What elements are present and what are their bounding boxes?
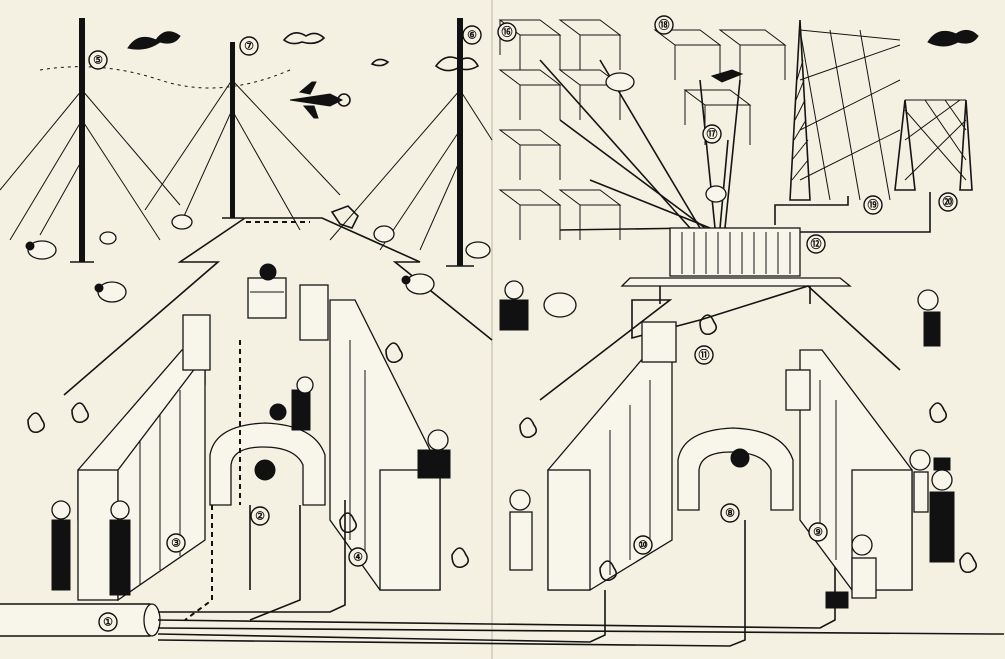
antenna-mast-6 [446, 18, 474, 267]
callout-17: ⑰ [702, 124, 722, 144]
cable [249, 505, 301, 621]
callout-label: ⑱ [659, 18, 670, 32]
callout-label: ⑤ [93, 54, 103, 67]
feeder-cable-20 [800, 192, 931, 233]
rabbit-icon [385, 342, 404, 364]
callout-3: ③ [166, 533, 186, 553]
man-relaxing [825, 534, 877, 609]
callout-1: ① [98, 612, 118, 632]
rabbit-icon [339, 512, 358, 534]
cloud-icon [370, 58, 390, 67]
sheep-icon [401, 273, 435, 295]
rhombic-antenna-net [799, 29, 967, 201]
musician-playing [499, 280, 529, 331]
callout-label: ⑨ [813, 526, 823, 539]
callout-label: ⑳ [943, 195, 954, 209]
operator-console-2 [209, 403, 326, 506]
callout-18: ⑱ [654, 15, 674, 35]
callout-label: ⑥ [467, 29, 477, 42]
smoke-trail [39, 66, 291, 89]
cloud-icon [282, 32, 326, 45]
sheep-icon [465, 241, 491, 259]
man-in-suit-left [51, 500, 131, 596]
callout-6: ⑥ [462, 25, 482, 45]
rabbit-icon [451, 547, 470, 569]
callout-label: ⑪ [699, 348, 710, 362]
sheep-icon [605, 72, 635, 92]
cloud-icon [927, 30, 979, 47]
man-reading-newspaper [247, 263, 287, 319]
goat-icon [330, 205, 359, 229]
callout-2: ② [250, 506, 270, 526]
woman-with-flowers [917, 289, 941, 347]
sheep-icon [705, 185, 727, 203]
callout-label: ④ [353, 551, 363, 564]
callout-4: ④ [348, 547, 368, 567]
callout-7: ⑦ [239, 36, 259, 56]
woman-waving [909, 449, 931, 513]
dashed-cable [184, 505, 213, 621]
rabbit-icon [599, 560, 618, 582]
man-climbing [291, 376, 314, 431]
feeder-cable-19 [774, 196, 849, 225]
sheep-icon [543, 292, 577, 318]
rabbit-icon [519, 417, 538, 439]
antenna-mast-7 [222, 42, 244, 219]
callout-label: ⑯ [502, 25, 513, 39]
equipment-bank-10 [547, 321, 677, 591]
callout-10: ⑩ [633, 535, 653, 555]
airplane-icon [289, 81, 351, 119]
callout-label: ⑲ [868, 198, 879, 212]
callout-label: ⑦ [244, 40, 254, 53]
switching-platform-12 [620, 227, 852, 304]
callout-9: ⑨ [808, 522, 828, 542]
callout-label: ⑫ [811, 237, 822, 251]
lattice-tower-19 [789, 19, 811, 201]
callout-8: ⑧ [720, 503, 740, 523]
woman-dancing [509, 489, 533, 571]
man-with-top-hat [929, 457, 955, 563]
feeder-lines [539, 59, 741, 231]
callout-12: ⑫ [806, 234, 826, 254]
callout-label: ⑩ [638, 539, 648, 552]
callout-label: ② [255, 510, 265, 523]
bird-icon [710, 69, 744, 83]
rabbit-icon [27, 412, 46, 434]
callout-20: ⑳ [938, 192, 958, 212]
callout-label: ③ [171, 537, 181, 550]
man-with-hammer [417, 429, 451, 479]
rabbit-icon [959, 552, 978, 574]
callout-label: ⑧ [725, 507, 735, 520]
callout-5: ⑤ [88, 50, 108, 70]
sheep-icon [171, 214, 193, 230]
sheep-icon [373, 225, 395, 243]
equipment-bank-9 [785, 349, 913, 591]
floor-outline-right [539, 285, 901, 401]
equipment-bank-3 [77, 314, 211, 602]
sheep-icon [94, 281, 127, 303]
operator-console-8 [677, 427, 794, 511]
cable-conduit-1 [0, 603, 161, 637]
callout-11: ⑪ [694, 345, 714, 365]
callout-19: ⑲ [863, 195, 883, 215]
sheep-icon [25, 240, 57, 260]
floor-outline-left [63, 217, 493, 396]
lattice-tower-20 [894, 99, 973, 191]
cloud-icon [434, 56, 480, 72]
callout-label: ① [103, 616, 113, 629]
sheep-icon [99, 231, 117, 245]
equipment-bank-4 [299, 284, 441, 591]
trunk-cables [157, 500, 1004, 647]
rabbit-icon [71, 402, 90, 424]
guy-wires [0, 79, 493, 251]
callout-label: ⑰ [707, 127, 718, 141]
cubical-antenna-array-18 [653, 29, 787, 80]
cloud-icon [127, 31, 181, 50]
antenna-mast-5 [70, 18, 94, 263]
rabbit-icon [929, 402, 948, 424]
callout-16: ⑯ [497, 22, 517, 42]
rabbit-icon [699, 314, 718, 336]
